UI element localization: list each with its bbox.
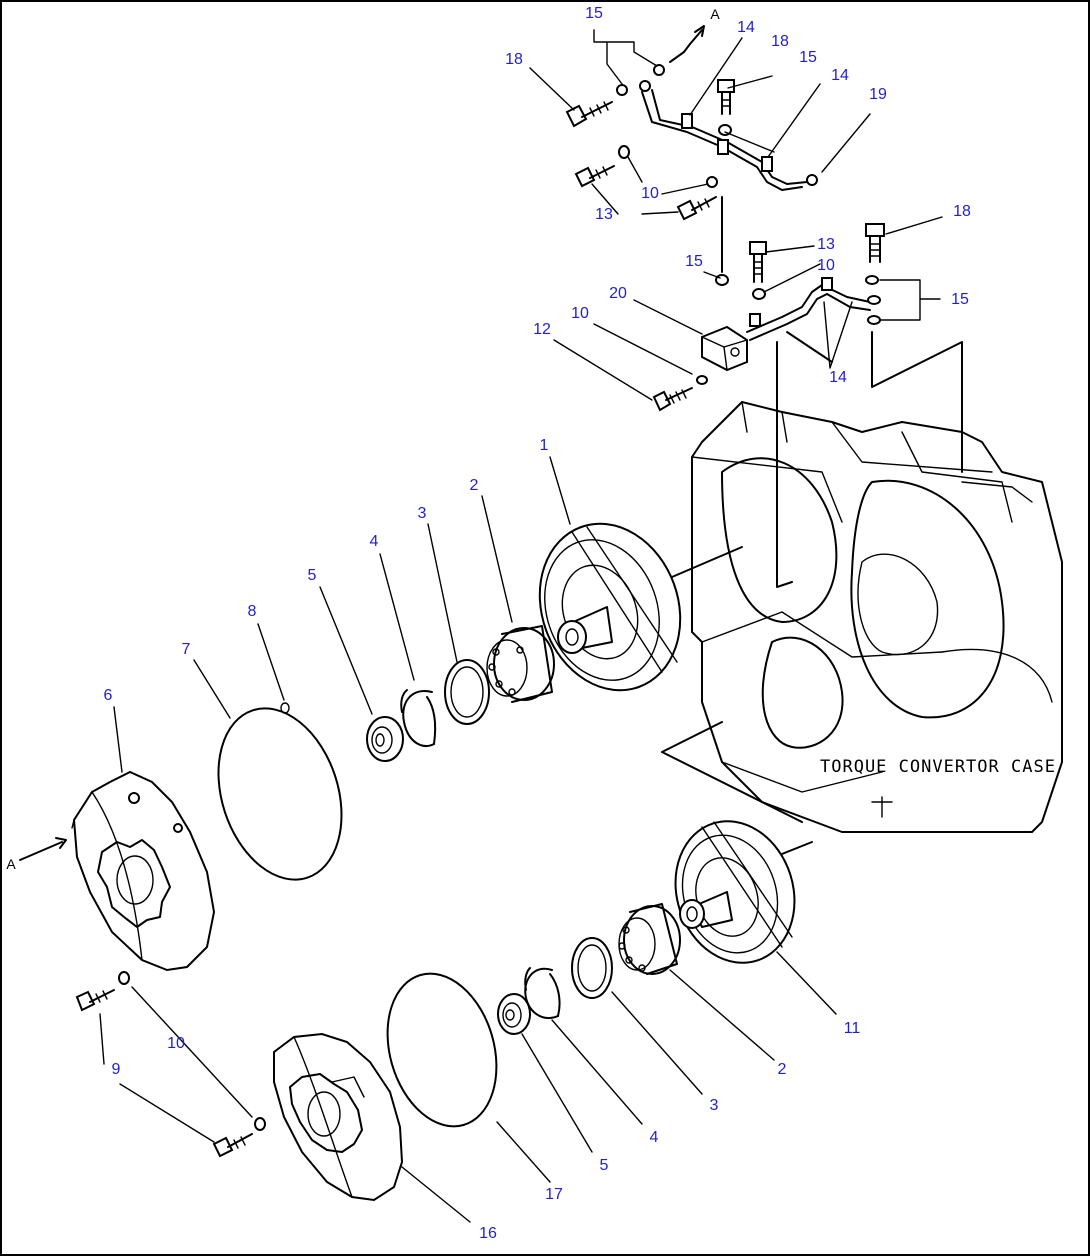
callout-part-10-a: 10 xyxy=(641,185,659,202)
part-1-drive-disc xyxy=(538,522,682,692)
callout-part-12: 12 xyxy=(533,321,551,338)
part-14-tube-upper xyxy=(639,80,818,191)
part-10-washer-lower xyxy=(254,1117,266,1131)
small-washers xyxy=(616,64,881,325)
part-18-bolt-right xyxy=(865,223,885,263)
callout-part-16: 16 xyxy=(479,1225,497,1242)
part-7-o-ring-large xyxy=(217,707,343,881)
callout-part-10-c: 10 xyxy=(571,305,589,322)
part-4-snap-ring-lower xyxy=(524,967,561,1019)
callout-part-5-upper: 5 xyxy=(307,567,317,584)
callout-part-11: 11 xyxy=(843,1020,861,1037)
callout-part-15-d: 15 xyxy=(951,291,969,308)
callout-part-18-b: 18 xyxy=(771,33,789,50)
callout-part-7: 7 xyxy=(181,641,191,658)
part-13-bolt-upper xyxy=(574,165,615,188)
callout-part-15-a: 15 xyxy=(585,5,603,22)
case-label: TORQUE CONVERTOR CASE xyxy=(820,757,1056,777)
callout-part-9: 9 xyxy=(111,1061,121,1078)
part-20-block xyxy=(701,325,748,372)
part-9-bolt-upper xyxy=(75,989,115,1012)
part-18-bolt-top xyxy=(717,79,735,115)
callout-part-8: 8 xyxy=(247,603,257,620)
callout-part-13-b: 13 xyxy=(817,236,835,253)
callout-part-3-upper: 3 xyxy=(417,505,427,522)
part-13-bolt-lower xyxy=(676,196,717,221)
torque-convertor-case xyxy=(691,401,1063,833)
part-10-washer-left xyxy=(118,971,130,985)
callout-part-20: 20 xyxy=(609,285,627,302)
part-2-bearing-upper xyxy=(486,625,555,703)
part-10-washer xyxy=(696,375,708,385)
view-marker-a-left: A xyxy=(6,856,16,872)
callout-part-18-a: 18 xyxy=(505,51,523,68)
part-13-bolt-right xyxy=(749,241,767,283)
part-5-seal-lower xyxy=(497,993,531,1035)
part-2-bearing-lower xyxy=(618,903,681,975)
callout-part-1: 1 xyxy=(539,437,549,454)
marker-a-arrow-left xyxy=(19,841,63,861)
callout-part-19: 19 xyxy=(869,86,887,103)
callout-part-4-lower: 4 xyxy=(649,1129,659,1146)
part-16-pump-cover xyxy=(273,1032,404,1202)
callout-part-14-a: 14 xyxy=(737,19,755,36)
callout-part-3-lower: 3 xyxy=(709,1097,719,1114)
leader-lines xyxy=(99,29,943,1223)
part-11-drive-disc xyxy=(674,820,796,964)
callout-part-15-b: 15 xyxy=(799,49,817,66)
part-6-pump-cover xyxy=(72,770,216,972)
part-3-ring-upper xyxy=(444,659,490,725)
part-9-bolt-lower xyxy=(212,1133,253,1158)
part-3-ring-lower xyxy=(571,937,613,999)
callout-part-6: 6 xyxy=(103,687,113,704)
callout-part-5-lower: 5 xyxy=(599,1157,609,1174)
callout-part-10-b: 10 xyxy=(817,257,835,274)
callout-part-14-b: 14 xyxy=(831,67,849,84)
part-12-bolt xyxy=(652,387,693,412)
callout-part-4-upper: 4 xyxy=(369,533,379,550)
callout-part-15-c: 15 xyxy=(685,253,703,270)
callout-part-2-lower: 2 xyxy=(777,1061,787,1078)
callout-part-10-d: 10 xyxy=(167,1035,185,1052)
callout-part-18-c: 18 xyxy=(953,203,971,220)
callout-part-2-upper: 2 xyxy=(469,477,479,494)
callout-part-14-c: 14 xyxy=(829,369,847,386)
marker-a-arrow-top xyxy=(669,29,703,63)
callout-part-13-a: 13 xyxy=(595,206,613,223)
part-18-bolt-left xyxy=(565,101,613,128)
part-17-o-ring xyxy=(386,972,498,1128)
part-14-tube-lower xyxy=(746,277,871,341)
callout-part-17: 17 xyxy=(545,1186,563,1203)
view-marker-a-top: A xyxy=(710,6,720,22)
part-5-seal-upper xyxy=(366,716,404,762)
part-4-snap-ring-upper xyxy=(400,689,437,747)
